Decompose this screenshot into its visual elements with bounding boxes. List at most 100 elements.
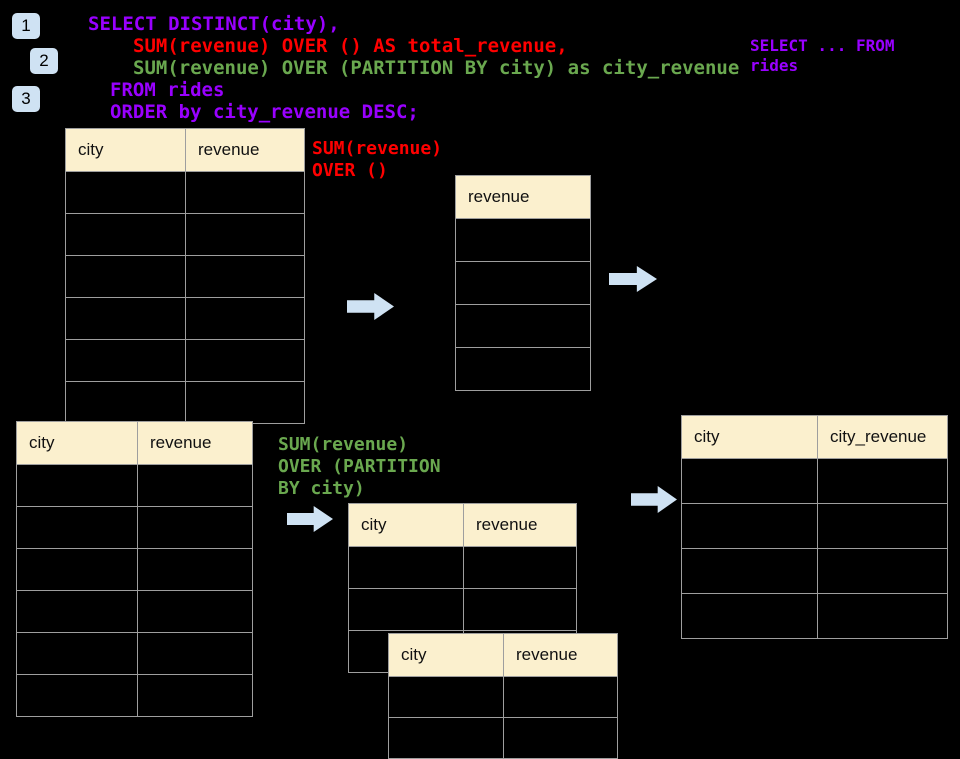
table-cell [66, 172, 186, 213]
table-cell [389, 718, 504, 758]
table-partition-overlay: city revenue [388, 633, 618, 759]
table-row [66, 255, 304, 297]
column-header-city-revenue: city_revenue [830, 427, 927, 446]
table-source-top: city revenue [65, 128, 305, 424]
table-row [349, 546, 576, 588]
column-header-revenue: revenue [468, 187, 530, 206]
table-cell [349, 547, 464, 588]
column-header-revenue: revenue [516, 645, 578, 664]
table-row [66, 381, 304, 423]
table-body [456, 218, 590, 390]
step-badge-1: 1 [12, 13, 40, 39]
table-row [456, 261, 590, 304]
table-cell [138, 465, 252, 506]
table-row [682, 548, 947, 593]
side-note-line: SELECT ... FROM [750, 36, 895, 55]
table-row [456, 347, 590, 390]
table-total-result: revenue [455, 175, 591, 391]
right-arrow-icon [347, 293, 394, 320]
table-header-row: city revenue [389, 634, 617, 676]
step-badge-2: 2 [30, 48, 58, 74]
table-row [456, 218, 590, 261]
table-cell [138, 675, 252, 716]
table-cell [186, 256, 305, 297]
table-row [456, 304, 590, 347]
table-cell [456, 219, 591, 261]
table-row [66, 297, 304, 339]
step-badge-3: 3 [12, 86, 40, 112]
sql-line-from: FROM rides [110, 79, 225, 101]
sql-line-order: ORDER by city_revenue DESC; [110, 101, 419, 123]
table-cell [682, 459, 818, 503]
table-header-row: city city_revenue [682, 416, 947, 458]
table-cell [464, 589, 576, 630]
column-header-revenue: revenue [198, 140, 260, 159]
sql-line-select: SELECT DISTINCT(city), [88, 13, 340, 35]
table-cell [186, 298, 305, 339]
table-row [17, 632, 252, 674]
table-cell [138, 591, 252, 632]
right-arrow-icon [287, 506, 333, 532]
table-row [17, 674, 252, 716]
table-row [682, 458, 947, 503]
table-row [66, 339, 304, 381]
table-cell [66, 298, 186, 339]
table-cell [17, 633, 138, 674]
table-cell [17, 675, 138, 716]
table-row [682, 593, 947, 638]
table-cell [138, 633, 252, 674]
table-cell [17, 591, 138, 632]
table-cell [17, 507, 138, 548]
table-cell [818, 459, 947, 503]
table-cell [818, 504, 947, 548]
table-body [682, 458, 947, 638]
table-cell [186, 172, 305, 213]
annotation-partition-revenue: SUM(revenue) OVER (PARTITION BY city) [278, 434, 441, 500]
table-cell [456, 262, 591, 304]
table-cell [66, 340, 186, 381]
table-cell [456, 305, 591, 347]
table-row [17, 506, 252, 548]
right-arrow-icon [631, 486, 677, 513]
column-header-city: city [389, 634, 504, 676]
table-cell [66, 382, 186, 423]
annotation-line: BY city) [278, 478, 365, 499]
table-cell [349, 589, 464, 630]
table-cell [504, 677, 617, 717]
table-row [17, 590, 252, 632]
column-header-revenue: revenue [150, 433, 212, 452]
column-header-revenue: revenue [476, 515, 538, 534]
table-cell [682, 549, 818, 593]
table-header-row: revenue [456, 176, 590, 218]
table-row [349, 588, 576, 630]
column-header-city: city [17, 422, 138, 464]
table-header-row: city revenue [66, 129, 304, 171]
table-cell [682, 594, 818, 638]
table-cell [818, 549, 947, 593]
table-row [66, 171, 304, 213]
annotation-line: SUM(revenue) [312, 138, 443, 159]
table-body [17, 464, 252, 716]
sql-line-total: SUM(revenue) OVER () AS total_revenue, [133, 35, 568, 57]
table-row [17, 464, 252, 506]
table-row [682, 503, 947, 548]
table-row [389, 676, 617, 717]
sql-code-block: SELECT DISTINCT(city), SUM(revenue) OVER… [0, 13, 739, 123]
side-note-line: rides [750, 56, 799, 75]
table-cell [186, 214, 305, 255]
table-row [17, 548, 252, 590]
annotation-total-revenue: SUM(revenue) OVER () [312, 138, 442, 182]
table-row [66, 213, 304, 255]
annotation-line: OVER () [312, 160, 388, 181]
table-cell [682, 504, 818, 548]
table-cell [818, 594, 947, 638]
column-header-city: city [682, 416, 818, 458]
table-body [66, 171, 304, 423]
annotation-line: OVER (PARTITION [278, 456, 441, 477]
table-cell [66, 214, 186, 255]
table-cell [17, 465, 138, 506]
table-cell [504, 718, 617, 758]
right-arrow-icon [609, 266, 657, 292]
table-header-row: city revenue [349, 504, 576, 546]
table-body [389, 676, 617, 758]
